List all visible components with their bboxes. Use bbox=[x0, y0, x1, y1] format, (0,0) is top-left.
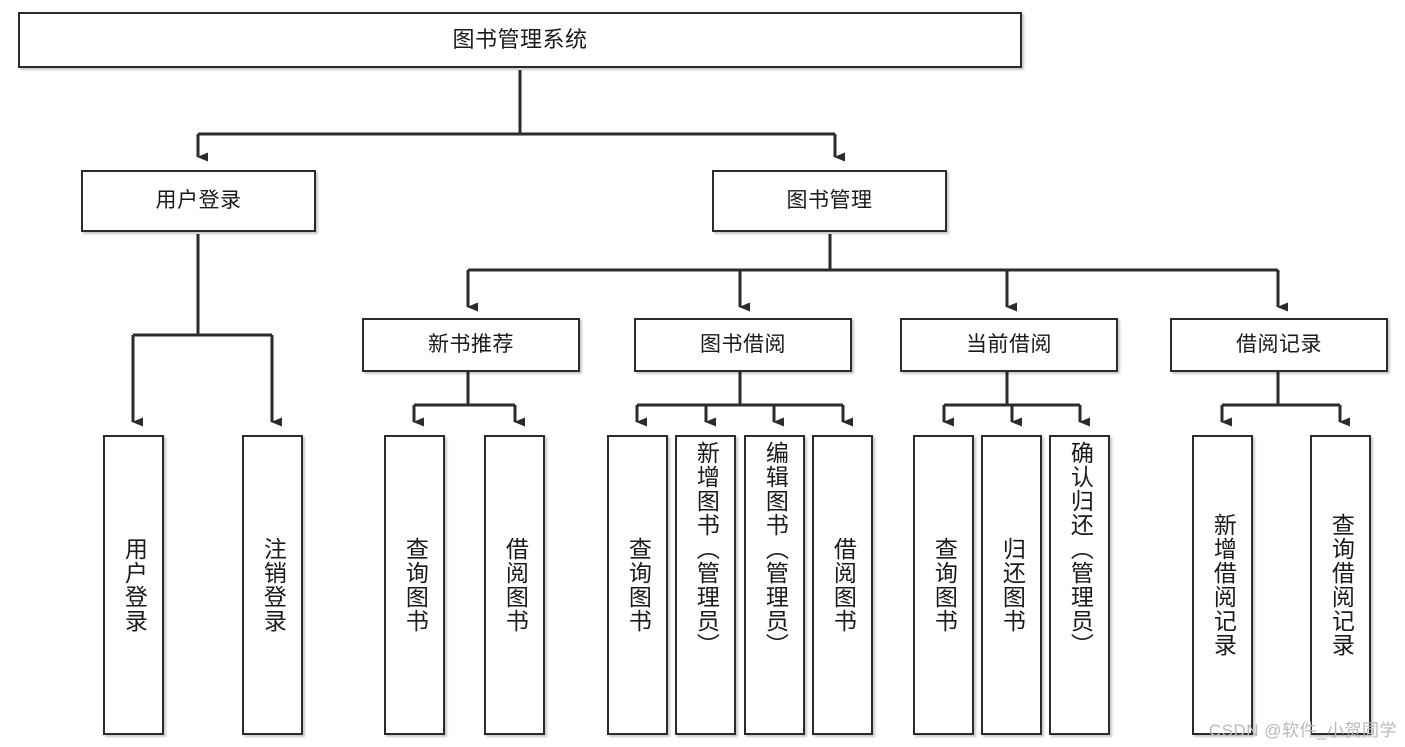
node-leaf-query-book-1[interactable]: 查询图书 bbox=[384, 435, 445, 735]
leaf-confirm-return-inner: 确认归还（管理员） bbox=[1051, 437, 1108, 733]
node-current-borrow-label: 当前借阅 bbox=[966, 333, 1052, 357]
node-leaf-add-record[interactable]: 新增借阅记录 bbox=[1192, 435, 1253, 735]
watermark: CSDN @软件_小贺同学 bbox=[1208, 721, 1397, 740]
node-current-borrow[interactable]: 当前借阅 bbox=[900, 318, 1118, 372]
node-leaf-query-book-2[interactable]: 查询图书 bbox=[607, 435, 668, 735]
node-root[interactable]: 图书管理系统 bbox=[18, 12, 1022, 68]
node-leaf-edit-book-label: 编辑图书（管理员） bbox=[762, 441, 789, 657]
leaf-query-book-1-inner: 查询图书 bbox=[386, 437, 443, 733]
node-leaf-user-login[interactable]: 用户登录 bbox=[103, 435, 164, 735]
node-leaf-add-book-label: 新增图书（管理员） bbox=[693, 441, 720, 657]
node-book-manage[interactable]: 图书管理 bbox=[712, 170, 947, 232]
node-leaf-add-record-label: 新增借阅记录 bbox=[1210, 513, 1237, 657]
leaf-borrow-book-1-inner: 借阅图书 bbox=[486, 437, 543, 733]
leaf-add-record-inner: 新增借阅记录 bbox=[1194, 437, 1251, 733]
node-user-login[interactable]: 用户登录 bbox=[81, 170, 316, 232]
node-leaf-edit-book[interactable]: 编辑图书（管理员） bbox=[744, 435, 805, 735]
leaf-query-book-2-inner: 查询图书 bbox=[609, 437, 666, 733]
node-leaf-query-record-label: 查询借阅记录 bbox=[1328, 513, 1355, 657]
leaf-borrow-book-2-inner: 借阅图书 bbox=[814, 437, 871, 733]
node-leaf-logout-label: 注销登录 bbox=[260, 537, 287, 633]
node-leaf-add-book[interactable]: 新增图书（管理员） bbox=[675, 435, 736, 735]
node-leaf-query-book-3[interactable]: 查询图书 bbox=[913, 435, 974, 735]
leaf-add-book-inner: 新增图书（管理员） bbox=[677, 437, 734, 733]
node-leaf-confirm-return[interactable]: 确认归还（管理员） bbox=[1049, 435, 1110, 735]
node-book-manage-label: 图书管理 bbox=[786, 189, 873, 213]
node-book-borrow-label: 图书借阅 bbox=[700, 333, 786, 357]
node-leaf-confirm-return-label: 确认归还（管理员） bbox=[1067, 441, 1094, 657]
node-borrow-record-label: 借阅记录 bbox=[1236, 333, 1322, 357]
node-leaf-borrow-book-1[interactable]: 借阅图书 bbox=[484, 435, 545, 735]
leaf-edit-book-inner: 编辑图书（管理员） bbox=[746, 437, 803, 733]
node-leaf-return-book[interactable]: 归还图书 bbox=[981, 435, 1042, 735]
leaf-logout-inner: 注销登录 bbox=[244, 437, 301, 733]
node-book-borrow[interactable]: 图书借阅 bbox=[634, 318, 852, 372]
node-leaf-borrow-book-1-label: 借阅图书 bbox=[502, 537, 529, 633]
leaf-return-book-inner: 归还图书 bbox=[983, 437, 1040, 733]
leaf-query-record-inner: 查询借阅记录 bbox=[1312, 437, 1369, 733]
node-leaf-query-record[interactable]: 查询借阅记录 bbox=[1310, 435, 1371, 735]
leaf-query-book-3-inner: 查询图书 bbox=[915, 437, 972, 733]
node-leaf-borrow-book-2[interactable]: 借阅图书 bbox=[812, 435, 873, 735]
node-leaf-user-login-label: 用户登录 bbox=[121, 537, 148, 633]
node-leaf-return-book-label: 归还图书 bbox=[999, 537, 1026, 633]
node-leaf-logout[interactable]: 注销登录 bbox=[242, 435, 303, 735]
node-new-book-rec-label: 新书推荐 bbox=[428, 333, 514, 357]
leaf-user-login-inner: 用户登录 bbox=[105, 437, 162, 733]
node-user-login-label: 用户登录 bbox=[155, 189, 242, 213]
node-leaf-query-book-2-label: 查询图书 bbox=[625, 537, 652, 633]
node-root-label: 图书管理系统 bbox=[452, 26, 588, 52]
node-leaf-borrow-book-2-label: 借阅图书 bbox=[830, 537, 857, 633]
node-new-book-rec[interactable]: 新书推荐 bbox=[362, 318, 580, 372]
node-borrow-record[interactable]: 借阅记录 bbox=[1170, 318, 1388, 372]
node-leaf-query-book-3-label: 查询图书 bbox=[931, 537, 958, 633]
node-leaf-query-book-1-label: 查询图书 bbox=[402, 537, 429, 633]
